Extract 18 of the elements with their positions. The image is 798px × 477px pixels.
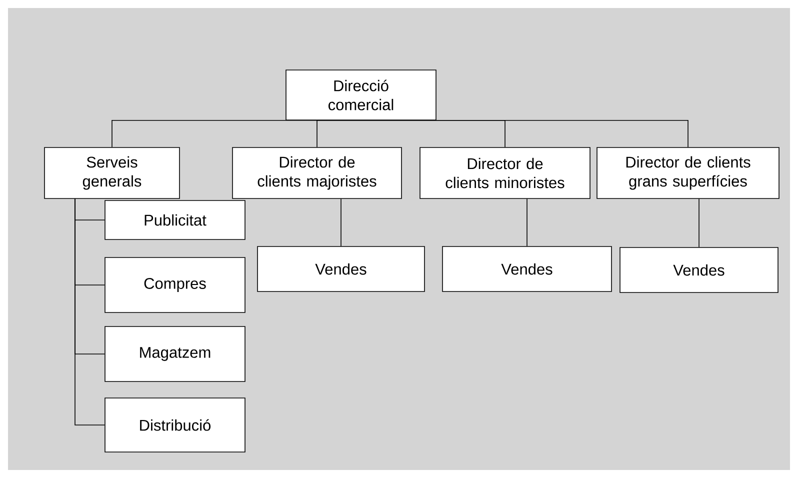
- org-box: Serveis generals: [44, 147, 180, 199]
- connector-line: [360, 120, 688, 148]
- connector-line: [526, 198, 528, 246]
- org-box: Vendes: [257, 246, 425, 292]
- org-box: Vendes: [442, 246, 612, 292]
- org-box: Director de clients minoristes: [420, 147, 590, 199]
- org-box: Compres: [104, 257, 246, 313]
- connector-line: [340, 198, 342, 246]
- org-box: Magatzem: [104, 326, 246, 382]
- connector-line: [698, 198, 700, 248]
- org-box: Direcció comercial: [286, 70, 436, 120]
- org-box: Director de clients grans superfícies: [596, 147, 780, 199]
- org-box: Director de clients majoristes: [232, 147, 402, 199]
- org-box: Distribució: [104, 398, 246, 452]
- org-box: Vendes: [620, 247, 778, 293]
- org-box: Publicitat: [104, 200, 246, 240]
- connector-line: [74, 198, 105, 426]
- connector-line: [316, 120, 362, 148]
